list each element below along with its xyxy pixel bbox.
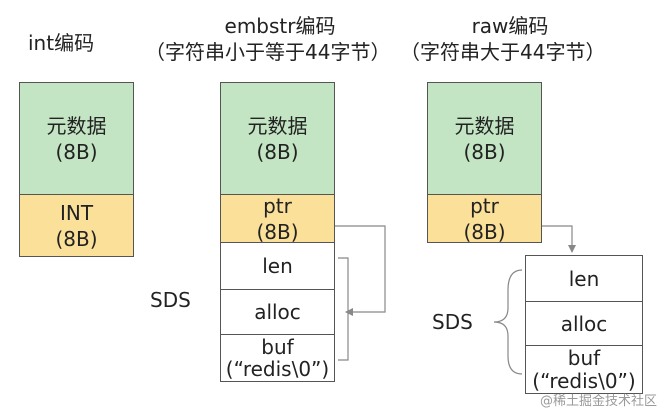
embstr-ptr-size: (8B) [256,219,299,244]
int-value-block: INT (8B) [19,194,134,257]
embstr-alloc-label: alloc [254,300,301,324]
raw-ptr-arrow [542,225,576,253]
raw-title: raw编码 [471,14,549,38]
embstr-buf-label: buf [261,335,294,359]
embstr-subtitle: （字符串小于等于44字节） [145,40,391,64]
int-metadata-size: (8B) [55,139,98,164]
embstr-metadata-block: 元数据 (8B) [220,82,335,195]
embstr-title: embstr编码 [224,14,336,38]
raw-metadata-block: 元数据 (8B) [427,82,542,195]
raw-buf-label: buf [567,345,601,370]
raw-metadata-label: 元数据 [454,113,515,138]
embstr-metadata-size: (8B) [256,139,299,164]
embstr-sds-bracket [338,257,349,361]
raw-metadata-size: (8B) [463,139,506,164]
embstr-len-label: len [262,254,293,278]
int-value-label: INT [59,200,94,225]
raw-buf-value: (“redis\0”) [532,368,636,393]
raw-ptr-label: ptr [470,193,499,218]
embstr-sds-label: SDS [150,288,191,312]
int-value-size: (8B) [55,226,98,251]
raw-sds-brace [493,269,523,375]
embstr-ptr-label: ptr [263,193,292,218]
raw-subtitle: （字符串大于44字节） [400,40,606,64]
int-title: int编码 [28,31,95,55]
raw-ptr-size: (8B) [463,219,506,244]
embstr-metadata-label: 元数据 [247,113,308,138]
embstr-ptr-arrow [335,225,386,316]
embstr-buf-value: (“redis\0”) [225,357,330,381]
watermark: @稀土掘金技术社区 [540,394,658,409]
raw-buf-block: buf (“redis\0”) [525,345,643,394]
int-metadata-label: 元数据 [46,113,107,138]
embstr-buf-block: buf (“redis\0”) [220,334,335,382]
raw-sds-label: SDS [432,310,473,334]
embstr-len-block: len [220,242,335,290]
embstr-alloc-block: alloc [220,289,335,335]
embstr-ptr-block: ptr (8B) [220,193,335,244]
int-metadata-block: 元数据 (8B) [19,82,134,195]
raw-len-block: len [525,255,643,302]
raw-alloc-label: alloc [560,311,608,336]
raw-ptr-block: ptr (8B) [427,193,542,244]
raw-len-label: len [568,266,600,291]
